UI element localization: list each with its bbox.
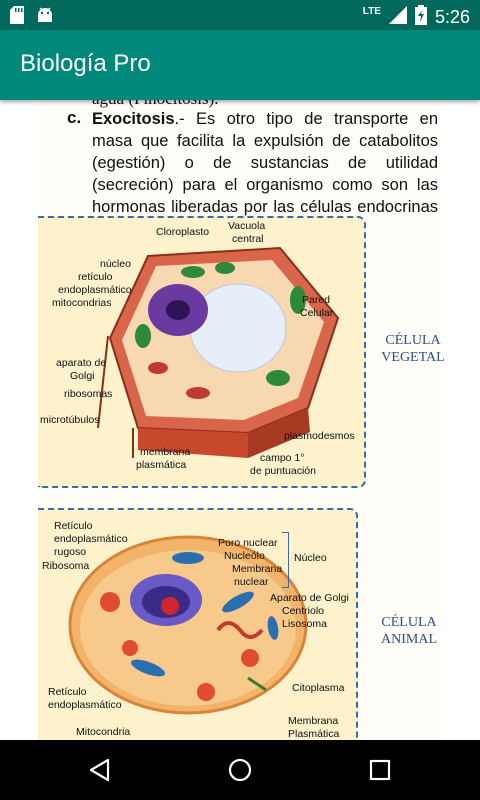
label-membrana-nuclear: Membrana xyxy=(232,563,283,575)
label-membrana: Membrana xyxy=(288,715,339,727)
status-bar: LTE 5:26 xyxy=(0,0,480,30)
label-poro: Poro nuclear xyxy=(218,537,278,549)
label-reticulo-2: endoplasmático xyxy=(58,284,132,296)
animal-cell-illustration xyxy=(68,535,308,715)
label-ribosomas: ribosomas xyxy=(64,388,113,400)
label-membrana-2: Plasmática xyxy=(288,728,340,740)
label-pared-2: Celular xyxy=(300,307,334,319)
recents-button[interactable] xyxy=(368,758,392,787)
home-icon xyxy=(228,758,252,782)
label-rer-2: endoplasmático xyxy=(54,533,128,545)
label-cloroplasto: Cloroplasto xyxy=(156,226,210,238)
animal-cell-figure: Retículo endoplasmático rugoso Ribosoma … xyxy=(38,508,358,740)
label-reticulo: Retículo xyxy=(48,686,87,698)
label-reticulo-2: endoplasmático xyxy=(48,699,122,711)
label-rer: Retículo xyxy=(54,520,93,532)
label-microtubulos: microtúbulos xyxy=(40,414,100,426)
nucleo-bracket xyxy=(282,532,289,588)
android-icon xyxy=(36,6,54,29)
term: Exocitosis xyxy=(92,110,175,128)
label-golgi: aparato de xyxy=(56,357,107,369)
label-rer-3: rugoso xyxy=(54,546,87,558)
label-nucleo: núcleo xyxy=(100,258,131,270)
label-vacuola: Vacuola xyxy=(228,220,266,232)
back-button[interactable] xyxy=(88,758,112,787)
label-campo-2: de puntuación xyxy=(250,465,316,477)
signal-icon xyxy=(388,6,407,29)
network-type: LTE xyxy=(362,6,381,17)
label-membrana-2: plasmática xyxy=(136,459,187,471)
recents-icon xyxy=(369,759,391,781)
clock: 5:26 xyxy=(434,7,470,27)
home-button[interactable] xyxy=(228,758,252,787)
label-ribosoma: Ribosoma xyxy=(42,560,90,572)
animal-cell-title: CÉLULA ANIMAL xyxy=(381,615,437,647)
back-icon xyxy=(89,758,110,782)
label-nucleo: Núcleo xyxy=(294,552,327,564)
label-plasmodesmos: plasmodesmos xyxy=(284,430,355,442)
label-vacuola-2: central xyxy=(232,233,264,245)
label-centriolo: Centriolo xyxy=(282,605,325,617)
label-golgi-2: Golgi xyxy=(70,370,95,382)
item-label: c. xyxy=(67,108,82,127)
navigation-bar xyxy=(0,740,480,800)
plant-cell-title: CÉLULA VEGETAL xyxy=(381,333,445,365)
sd-card-icon xyxy=(10,6,24,29)
document-viewer[interactable]: agua (Pinocitosis). c. Exocitosis.- Es o… xyxy=(0,100,480,740)
app-bar: Biología Pro xyxy=(0,30,480,100)
label-reticulo: retículo xyxy=(78,271,113,283)
app-title: Biología Pro xyxy=(20,50,151,77)
label-mitocondria: Mitocondria xyxy=(76,726,131,738)
label-membrana: membrana xyxy=(140,446,191,458)
label-lisosoma: Lisosoma xyxy=(282,618,327,630)
label-golgi: Aparato de Golgi xyxy=(270,592,349,604)
battery-icon xyxy=(414,5,427,30)
label-pared: Pared xyxy=(302,294,331,306)
label-membrana-nuclear-2: nuclear xyxy=(234,576,269,588)
plant-cell-illustration xyxy=(97,246,340,458)
cut-off-line: agua (Pinocitosis). xyxy=(92,100,480,110)
label-nucleolo: Nucleólo xyxy=(224,550,265,562)
label-citoplasma: Citoplasma xyxy=(292,682,345,694)
plant-cell-figure: Cloroplasto Vacuola central núcleo retíc… xyxy=(38,216,366,488)
label-campo: campo 1° xyxy=(260,452,305,464)
label-mitocondrias: mitocondrias xyxy=(52,297,112,309)
